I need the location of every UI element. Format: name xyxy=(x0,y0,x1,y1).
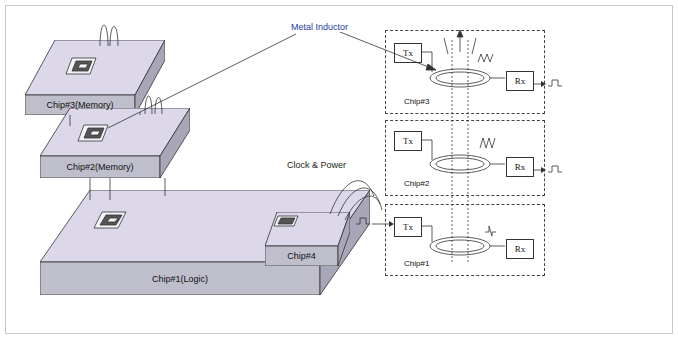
block-name: Tx xyxy=(403,48,413,58)
chip-slab: Chip#3(Memory) xyxy=(25,40,165,115)
label-holder: Chip#2(Memory) xyxy=(40,156,160,178)
block-name: Rx xyxy=(515,162,526,172)
chip-name: Chip#1 xyxy=(404,259,429,268)
transceiver-box: Tx xyxy=(394,131,422,151)
transceiver-box: Rx xyxy=(506,157,534,177)
chip-name: Chip#2 xyxy=(404,179,429,188)
chip-name: Chip#2(Memory) xyxy=(66,162,133,172)
transceiver-box: Rx xyxy=(506,239,534,259)
block-name: Tx xyxy=(403,222,413,232)
chip-name: Chip#3 xyxy=(404,97,429,106)
callout-label: Metal Inductor xyxy=(290,22,349,32)
chip-name: Chip#4 xyxy=(287,251,316,261)
block-name: Rx xyxy=(515,76,526,86)
chip-name: Chip#1(Logic) xyxy=(152,274,208,284)
block-name: Rx xyxy=(515,244,526,254)
wire-label: Clock & Power xyxy=(286,160,347,170)
label-holder: Chip#1(Logic) xyxy=(40,262,320,295)
transceiver-box: Rx xyxy=(506,71,534,91)
label-holder: Chip#3(Memory) xyxy=(25,95,135,115)
chip-slab: Chip#1(Logic) Chip#4 xyxy=(40,190,370,295)
chip-slab: Chip#2(Memory) xyxy=(40,108,190,178)
transceiver-box: Tx xyxy=(394,217,422,237)
label-holder: Chip#4 xyxy=(265,246,338,266)
transceiver-box: Tx xyxy=(394,43,422,63)
block-name: Tx xyxy=(403,136,413,146)
chip-name: Chip#3(Memory) xyxy=(46,100,113,110)
